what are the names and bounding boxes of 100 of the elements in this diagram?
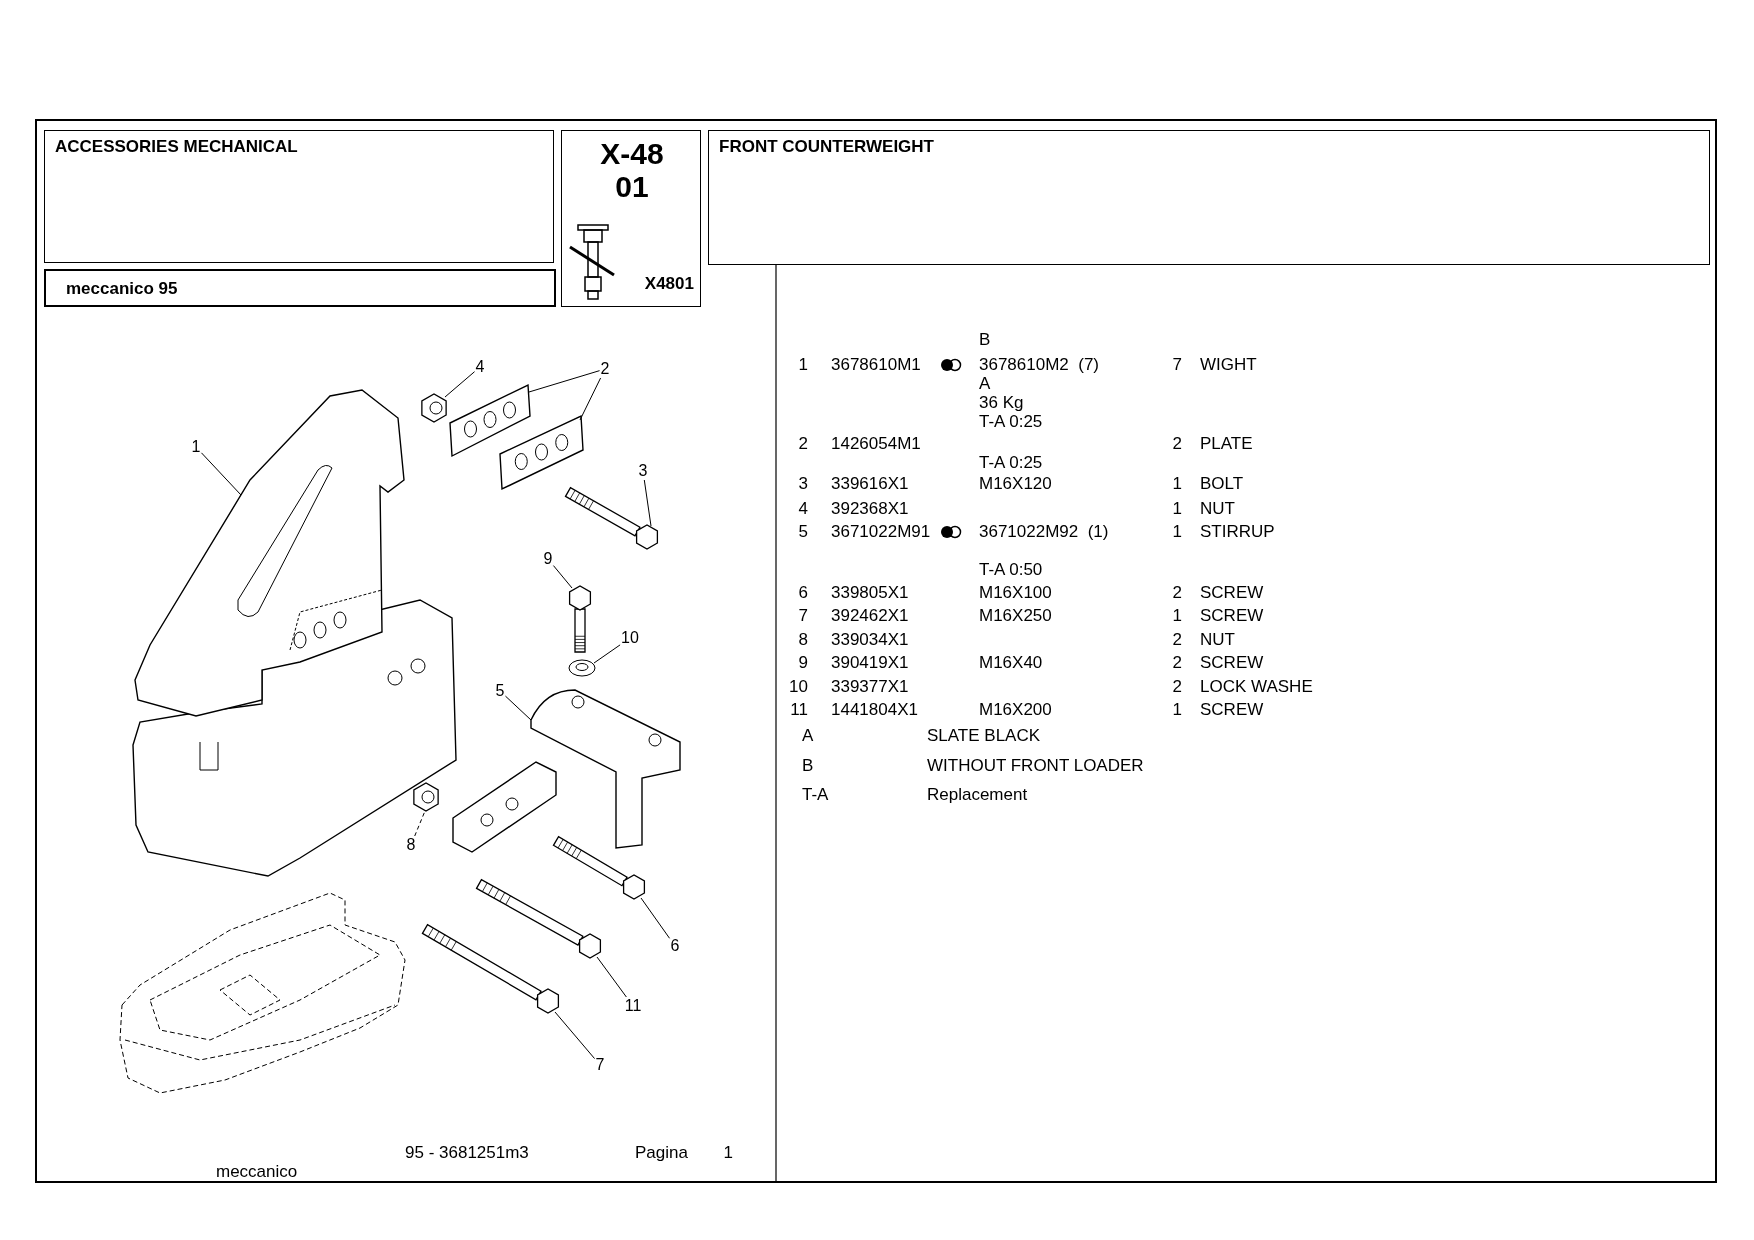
heading-text: ACCESSORIES MECHANICAL (55, 137, 298, 157)
part-note: A (979, 374, 991, 394)
footer-text: meccanico (216, 1162, 298, 1182)
leader-line (528, 370, 601, 393)
figure-code: X4801 (644, 274, 694, 294)
part-note: T-A 0:50 (979, 560, 1043, 580)
leader-line (504, 695, 532, 721)
note-text: WITHOUT FRONT LOADER (927, 756, 1144, 776)
part-number: 390419X1 (831, 653, 909, 673)
note-key: T-A (802, 785, 829, 805)
part-size: M16X100 (979, 583, 1052, 603)
footer-text: 95 - 3681251m3 (405, 1143, 529, 1163)
counterweight-drawing (132, 389, 457, 877)
part-number: 339034X1 (831, 630, 909, 650)
group-code: X-48 01 (599, 137, 665, 203)
part-size: M16X120 (979, 474, 1052, 494)
quantity: 7 (1172, 355, 1182, 375)
reference-number: 8 (798, 630, 808, 650)
bolt-drawing (552, 835, 646, 900)
bolt-drawing (564, 486, 659, 550)
part-description: SCREW (1200, 583, 1264, 603)
title-box (708, 130, 1710, 265)
reference-number: 4 (798, 499, 808, 519)
reference-number: 2 (798, 434, 808, 454)
quantity: 1 (1172, 700, 1182, 720)
quantity: 2 (1172, 653, 1182, 673)
page-number: 1 (723, 1143, 733, 1163)
callout-number: 8 (405, 836, 417, 854)
washer-drawing (568, 659, 596, 677)
part-number: 3671022M91 (831, 522, 931, 542)
heading-text: meccanico 95 (66, 279, 178, 299)
leader-line (579, 377, 602, 421)
part-number: 392368X1 (831, 499, 909, 519)
part-number: 339616X1 (831, 474, 909, 494)
bolt-drawing (475, 878, 602, 959)
note-text: Replacement (927, 785, 1028, 805)
section-title-box (44, 130, 554, 263)
note-key: A (802, 726, 814, 746)
part-note: B (979, 330, 991, 350)
part-description: WIGHT (1200, 355, 1257, 375)
part-number: 339805X1 (831, 583, 909, 603)
group-code-box (561, 130, 701, 307)
leader-line (593, 644, 621, 664)
callout-number: 6 (669, 937, 681, 955)
part-note: 36 Kg (979, 393, 1024, 413)
alternative-part-number: 3678610M2 (7) (979, 355, 1100, 375)
reference-number: 3 (798, 474, 808, 494)
part-number: 1426054M1 (831, 434, 921, 454)
part-size: M16X40 (979, 653, 1043, 673)
callout-number: 11 (623, 997, 643, 1015)
quantity: 2 (1172, 434, 1182, 454)
callout-number: 3 (637, 462, 649, 480)
footer-text: Pagina (635, 1143, 688, 1163)
part-number: 1441804X1 (831, 700, 918, 720)
heading-text: FRONT COUNTERWEIGHT (719, 137, 934, 157)
leader-line (444, 371, 476, 398)
nut-drawing (421, 393, 447, 423)
reference-number: 11 (790, 700, 808, 720)
part-description: SCREW (1200, 606, 1264, 626)
quantity: 2 (1172, 630, 1182, 650)
part-note: T-A 0:25 (979, 412, 1043, 432)
reference-number: 1 (798, 355, 808, 375)
part-number: 339377X1 (831, 677, 909, 697)
part-description: NUT (1200, 499, 1235, 519)
reference-number: 9 (798, 653, 808, 673)
reference-number: 7 (798, 606, 808, 626)
part-number: 392462X1 (831, 606, 909, 626)
part-description: NUT (1200, 630, 1235, 650)
callout-number: 2 (599, 360, 611, 378)
callout-number: 10 (620, 629, 640, 647)
note-text: SLATE BLACK (927, 726, 1041, 746)
bolt-drawing (421, 923, 560, 1014)
leader-line (596, 956, 627, 998)
quantity: 1 (1172, 606, 1182, 626)
quantity: 1 (1172, 522, 1182, 542)
part-description: STIRRUP (1200, 522, 1275, 542)
reference-number: 5 (798, 522, 808, 542)
callout-number: 5 (494, 682, 506, 700)
leader-line (200, 452, 242, 496)
callout-number: 1 (190, 438, 202, 456)
plate-drawing (449, 383, 531, 458)
reference-number: 6 (798, 583, 808, 603)
part-description: BOLT (1200, 474, 1244, 494)
quantity: 2 (1172, 677, 1182, 697)
bolt-drawing (568, 585, 592, 653)
plate-drawing (499, 414, 584, 491)
part-note: T-A 0:25 (979, 453, 1043, 473)
callout-number: 9 (542, 550, 554, 568)
leader-line (552, 565, 573, 589)
part-description: PLATE (1200, 434, 1253, 454)
leader-line (640, 897, 671, 939)
part-description: SCREW (1200, 700, 1264, 720)
reference-number: 10 (789, 677, 808, 697)
quantity: 2 (1172, 583, 1182, 603)
callout-number: 4 (474, 358, 486, 376)
quantity: 1 (1172, 499, 1182, 519)
part-description: SCREW (1200, 653, 1264, 673)
leader-line (414, 810, 426, 837)
part-description: LOCK WASHE (1200, 677, 1313, 697)
alternative-part-number: 3671022M92 (1) (979, 522, 1109, 542)
